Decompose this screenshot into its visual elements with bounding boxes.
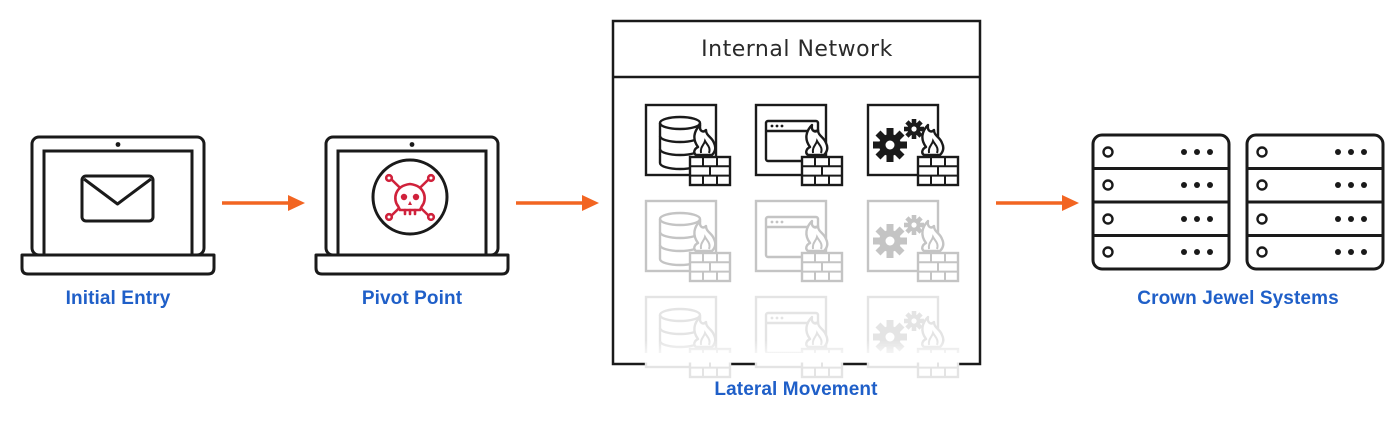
internal-network-box <box>611 19 982 377</box>
laptop-pivot <box>314 135 510 276</box>
email-icon <box>80 174 155 223</box>
crown-jewel-servers <box>1091 133 1385 271</box>
skull-crossbones-icon <box>371 158 449 236</box>
network-row-1 <box>646 105 958 185</box>
network-row-2 <box>646 201 958 281</box>
stage-label-initial-entry: Initial Entry <box>65 288 171 309</box>
internal-network-title: Internal Network <box>701 36 893 62</box>
arrow-network-to-crown <box>996 195 1079 211</box>
server-rack-icon <box>1091 133 1231 271</box>
network-row-3 <box>646 297 958 377</box>
stage-label-pivot-point: Pivot Point <box>361 288 463 309</box>
stage-label-lateral-movement: Lateral Movement <box>714 379 878 400</box>
arrow-entry-to-pivot <box>222 195 305 211</box>
stage-label-crown-jewel-systems: Crown Jewel Systems <box>1137 288 1339 309</box>
laptop-entry <box>20 135 216 276</box>
arrow-pivot-to-network <box>516 195 599 211</box>
server-rack-icon <box>1245 133 1385 271</box>
